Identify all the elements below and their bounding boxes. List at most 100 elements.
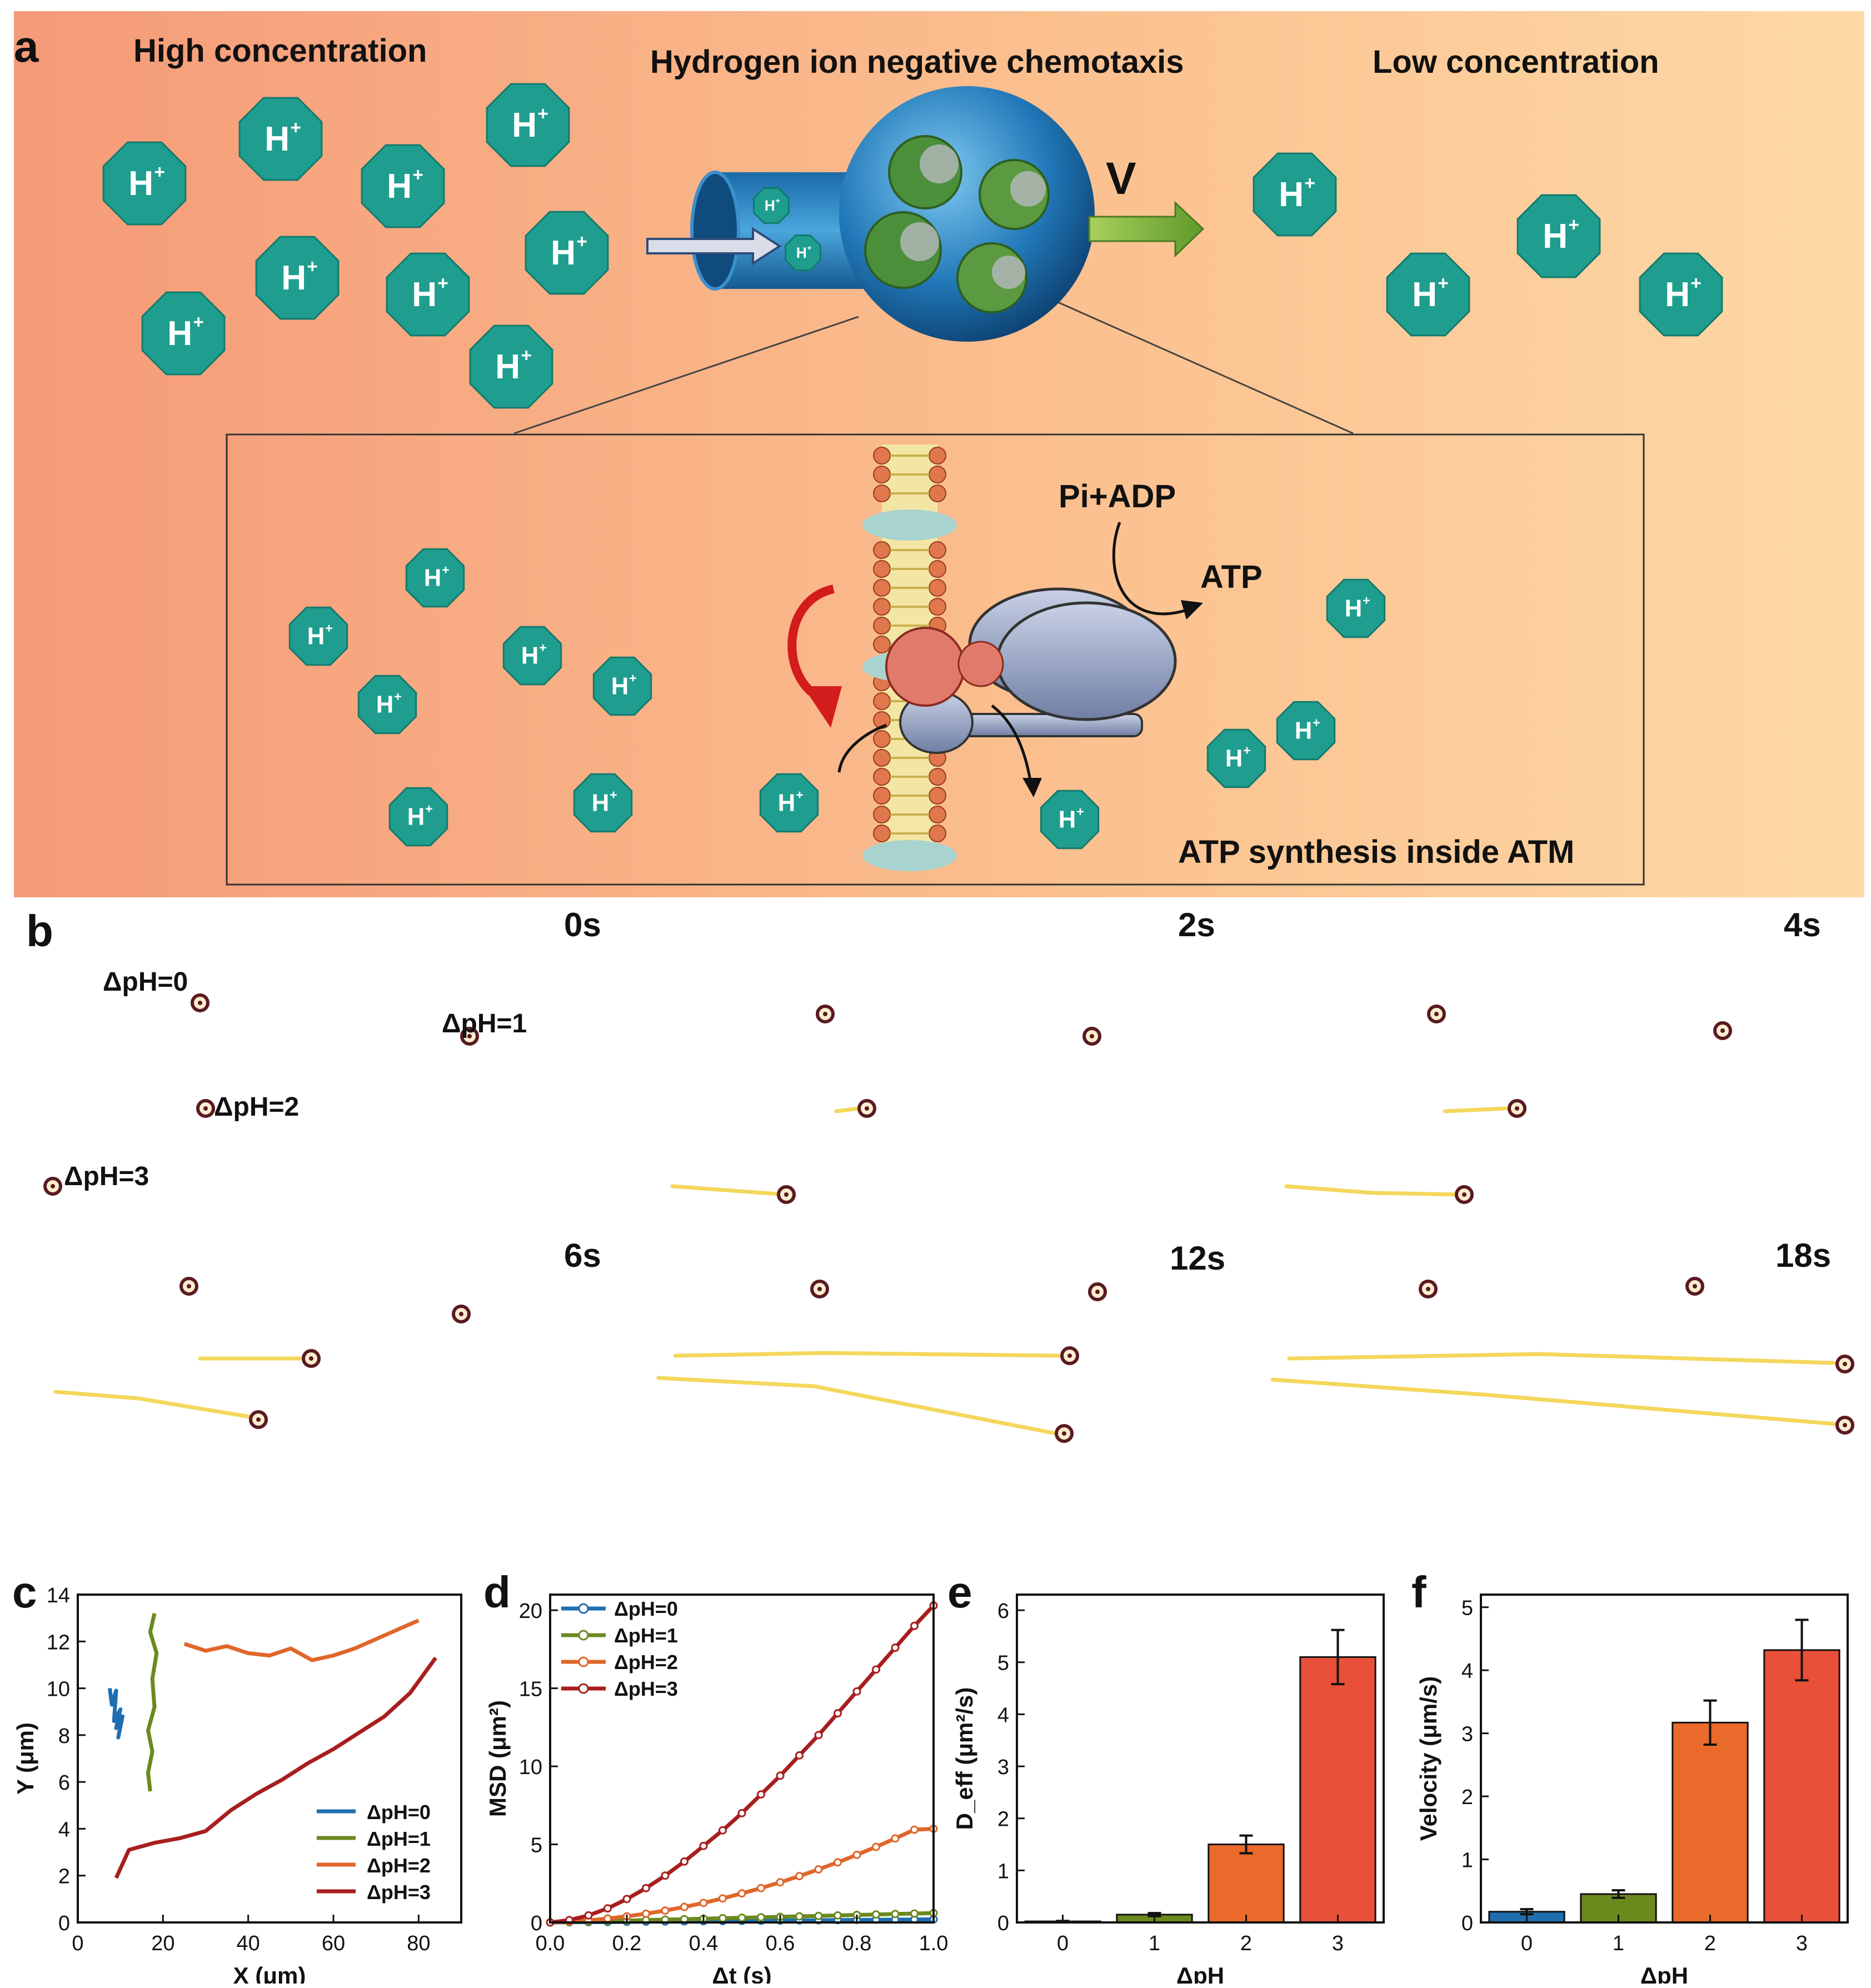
y-tick-label: 3 <box>997 1756 1009 1779</box>
particle-core <box>1095 1290 1100 1294</box>
hplus-sup: + <box>1363 593 1370 607</box>
hplus-text: H <box>495 348 520 386</box>
legend-label: ΔpH=0 <box>614 1597 678 1620</box>
time-label-18s: 18s <box>1775 1237 1832 1274</box>
hplus-text: H <box>765 197 775 214</box>
hplus-octagon <box>1326 578 1386 638</box>
hplus-text: H <box>796 244 807 261</box>
hplus-ion: H+ <box>102 141 187 226</box>
bar-2 <box>1208 1844 1285 1924</box>
synthase-rotor-neck <box>957 641 1004 687</box>
hplus-sup: + <box>521 345 532 366</box>
msd-point <box>757 1913 765 1922</box>
x-tick-label: 0.4 <box>689 1932 719 1955</box>
y-tick-label: 5 <box>531 1834 542 1857</box>
particle-track <box>1284 1184 1466 1197</box>
time-label-4s: 4s <box>1784 906 1821 943</box>
particle-core <box>51 1184 55 1188</box>
hplus-ion: H+ <box>388 787 448 847</box>
y-tick-label: 0 <box>58 1912 70 1935</box>
adp-arrow <box>1112 522 1193 616</box>
msd-point <box>737 1889 746 1898</box>
particle-core <box>1720 1028 1725 1033</box>
proton-out-arrow-head <box>1022 778 1042 797</box>
y-tick-label: 4 <box>58 1818 70 1841</box>
hplus-ion: H+ <box>1040 790 1100 850</box>
membrane-cap-bottom <box>862 840 957 871</box>
msd-point <box>680 1857 688 1866</box>
zoom-line-left <box>513 316 859 434</box>
particle-core <box>309 1356 313 1361</box>
bar-2 <box>1672 1721 1749 1924</box>
msd-point <box>719 1914 727 1922</box>
hplus-sup: + <box>1568 214 1579 235</box>
hplus-ion: H+ <box>1516 194 1601 278</box>
hplus-ion: H+ <box>288 606 348 666</box>
panel-d-letter: d <box>483 1567 511 1617</box>
x-tick-label: 3 <box>1796 1932 1808 1955</box>
hplus-text: H <box>1412 276 1437 314</box>
particle-core <box>1843 1362 1847 1366</box>
particle-track <box>673 1351 1061 1358</box>
hplus-ion: H+ <box>141 291 226 376</box>
time-label-2s: 2s <box>1178 906 1215 943</box>
particle-core <box>1062 1431 1066 1436</box>
hplus-text: H <box>551 234 576 272</box>
frame-6s <box>53 1277 471 1429</box>
particle-track <box>834 1106 861 1113</box>
trajectory-ΔpH=1 <box>146 1612 159 1792</box>
legend-marker <box>578 1683 589 1694</box>
y-tick-label: 20 <box>519 1600 542 1623</box>
msd-line-ΔpH=3 <box>550 1604 935 1925</box>
particle-core <box>198 1001 202 1005</box>
particle-core <box>1843 1423 1847 1427</box>
y-tick-label: 8 <box>58 1725 70 1748</box>
x-tick-label: 60 <box>322 1932 345 1955</box>
hplus-text: H <box>512 106 537 144</box>
msd-point <box>661 1906 670 1915</box>
proton-in-arrow <box>837 723 887 773</box>
msd-point <box>814 1865 823 1874</box>
particle-core <box>1067 1353 1072 1358</box>
hplus-sup: + <box>537 103 548 124</box>
hplus-ion: H+ <box>238 97 323 181</box>
particle-track <box>670 1184 789 1197</box>
hplus-octagon <box>525 211 609 295</box>
particle-core <box>1434 1012 1439 1016</box>
zoom-line-right <box>1052 299 1354 434</box>
msd-point <box>603 1904 612 1913</box>
velocity-label: V <box>1106 153 1136 204</box>
x-tick-label: 2 <box>1240 1932 1252 1955</box>
particle-track <box>656 1376 1058 1436</box>
particle-core <box>203 1106 208 1111</box>
pi-adp-label: Pi+ADP <box>1059 478 1176 515</box>
hplus-sup: + <box>775 197 780 206</box>
y-tick-label: 15 <box>519 1678 542 1701</box>
msd-point <box>910 1621 919 1630</box>
hplus-octagon <box>405 548 465 608</box>
frame-18s <box>1270 1277 1854 1435</box>
atp-label: ATP <box>1200 559 1263 595</box>
trajectory-ΔpH=0 <box>108 1688 124 1740</box>
hplus-ion: H+ <box>759 773 819 833</box>
hplus-sup: + <box>1243 743 1251 757</box>
hplus-octagon <box>386 252 470 337</box>
msd-point <box>584 1911 593 1920</box>
frame-4s <box>1284 1005 1732 1204</box>
trajectory-ΔpH=2 <box>183 1619 420 1662</box>
y-axis-label: MSD (μm²) <box>485 1700 511 1817</box>
y-tick-label: 0 <box>997 1912 1009 1935</box>
y-tick-label: 0 <box>531 1912 542 1935</box>
hplus-text: H <box>265 120 290 158</box>
msd-point <box>891 1910 900 1919</box>
hplus-octagon <box>753 187 790 224</box>
atp-synthesis-label: ATP synthesis inside ATM <box>1178 834 1575 870</box>
y-tick-label: 2 <box>1461 1786 1473 1809</box>
hplus-ion: H+ <box>1386 252 1470 337</box>
hplus-sup: + <box>442 562 450 577</box>
hplus-ion: H+ <box>1206 728 1266 788</box>
y-tick-label: 10 <box>47 1678 70 1701</box>
hplus-octagon <box>573 773 633 833</box>
hplus-text: H <box>128 164 153 203</box>
